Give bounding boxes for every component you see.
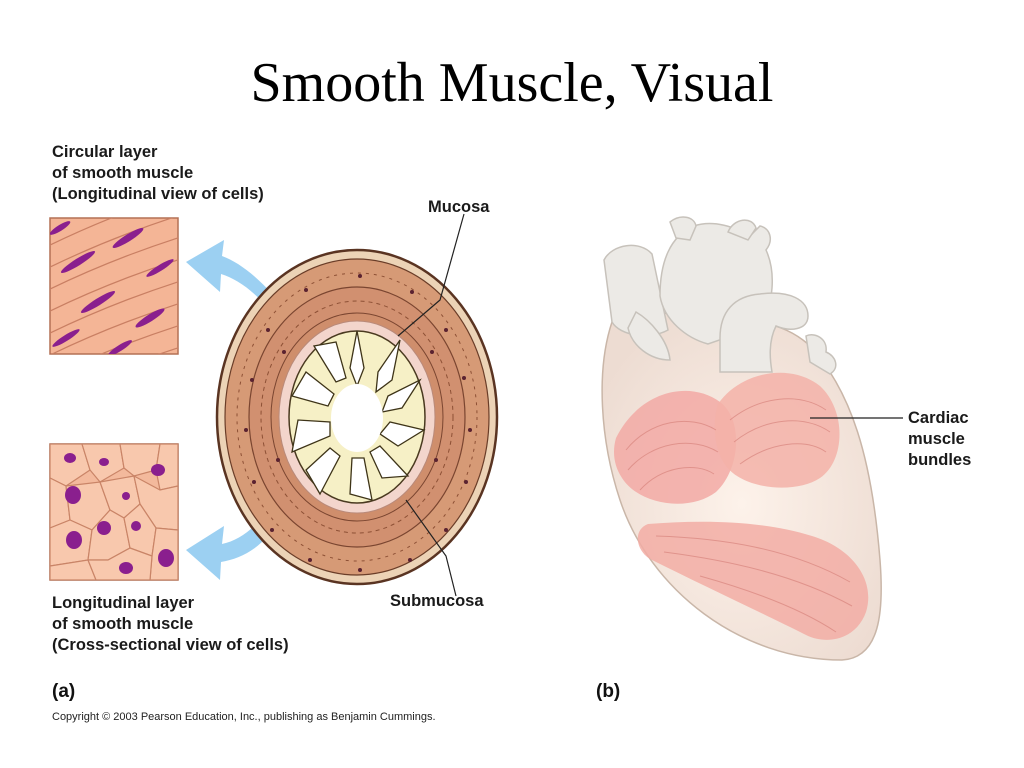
- spindle-nuclei: [50, 221, 174, 354]
- heart-illustration: [601, 216, 882, 661]
- cardiac-label-line-2: muscle: [908, 430, 965, 448]
- cardiac-muscle-bundles-label: Cardiac muscle bundles: [908, 408, 971, 471]
- round-nuclei: [64, 453, 174, 574]
- circular-layer-label: Circular layer of smooth muscle (Longitu…: [52, 142, 264, 205]
- intestine-cross-section: [215, 248, 499, 586]
- circular-layer-line-3: (Longitudinal view of cells): [52, 185, 264, 203]
- longitudinal-layer-line-3: (Cross-sectional view of cells): [52, 636, 289, 654]
- longitudinal-layer-line-1: Longitudinal layer: [52, 594, 195, 612]
- mucosa-leader-line: [397, 213, 465, 337]
- panel-b-tag: (b): [596, 681, 621, 702]
- circular-layer-line-1: Circular layer: [52, 143, 158, 161]
- slide-title: Smooth Muscle, Visual: [250, 52, 774, 114]
- panel-a-tag: (a): [52, 681, 76, 702]
- great-vessels: [603, 216, 837, 375]
- cardiac-label-line-3: bundles: [908, 451, 972, 469]
- cardiac-bundles: [614, 372, 869, 640]
- copyright-notice: Copyright © 2003 Pearson Education, Inc.…: [52, 711, 436, 723]
- submucosa-leader-line: [405, 499, 457, 597]
- longitudinal-layer-label: Longitudinal layer of smooth muscle (Cro…: [52, 593, 289, 656]
- longitudinal-layer-line-2: of smooth muscle: [52, 615, 194, 633]
- cross-sectional-view-tissue-square: [49, 443, 179, 581]
- cardiac-label-line-1: Cardiac: [908, 409, 969, 427]
- mucosa-label: Mucosa: [428, 198, 490, 216]
- longitudinal-view-tissue-square: [49, 217, 179, 355]
- circular-layer-line-2: of smooth muscle: [52, 164, 194, 182]
- submucosa-label: Submucosa: [390, 592, 484, 610]
